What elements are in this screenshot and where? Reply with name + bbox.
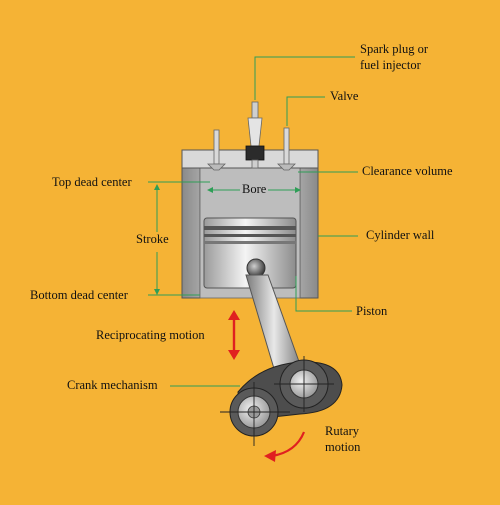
label-valve: Valve (330, 89, 359, 103)
piston-icon (203, 217, 297, 289)
piston-pin (246, 258, 266, 278)
label-piston: Piston (356, 304, 388, 318)
rotary-motion-arrow-icon (264, 431, 306, 462)
stroke-dimension (154, 184, 160, 295)
label-bottom-dead-center: Bottom dead center (30, 288, 128, 302)
label-bore: Bore (240, 182, 269, 197)
label-rotary-line2: motion (325, 440, 361, 454)
label-fuel-injector: fuel injector (360, 58, 421, 72)
label-spark-plug: Spark plug or (360, 42, 429, 56)
label-reciprocating-motion: Reciprocating motion (96, 328, 205, 342)
bore-arrow-icon (207, 187, 301, 193)
reciprocating-motion-arrow-icon (228, 310, 240, 360)
label-rotary-line1: Rutary (325, 424, 360, 438)
label-top-dead-center: Top dead center (52, 175, 132, 189)
valve-icon (207, 127, 296, 171)
label-crank-mechanism: Crank mechanism (67, 378, 158, 392)
label-cylinder-wall: Cylinder wall (366, 228, 435, 242)
label-stroke: Stroke (136, 232, 169, 246)
crank-mechanism-icon (220, 356, 343, 446)
spark-plug-icon (245, 101, 265, 169)
label-clearance-volume: Clearance volume (362, 164, 453, 178)
